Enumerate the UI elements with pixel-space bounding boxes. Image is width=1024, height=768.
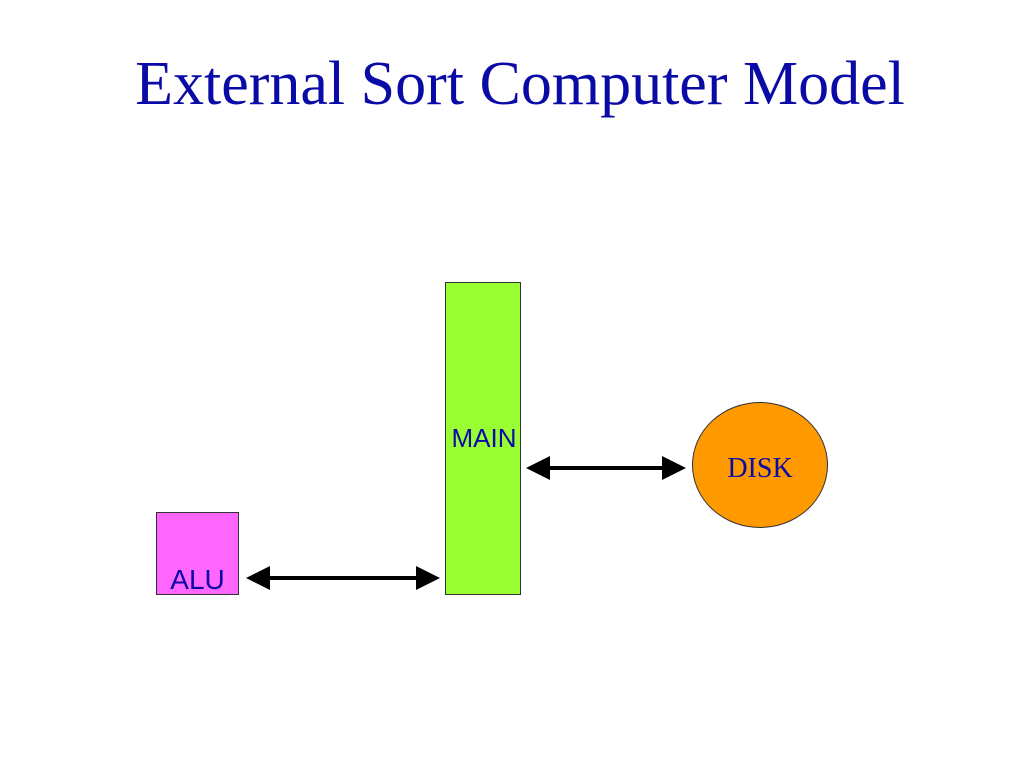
- page-title: External Sort Computer Model: [135, 50, 905, 118]
- main-label: MAIN: [451, 423, 517, 453]
- alu-node: ALU: [156, 512, 239, 595]
- alu-label: ALU: [170, 564, 225, 595]
- disk-label: DISK: [727, 453, 793, 484]
- disk-node: DISK: [692, 402, 828, 528]
- main-memory-node: MAIN: [445, 282, 521, 595]
